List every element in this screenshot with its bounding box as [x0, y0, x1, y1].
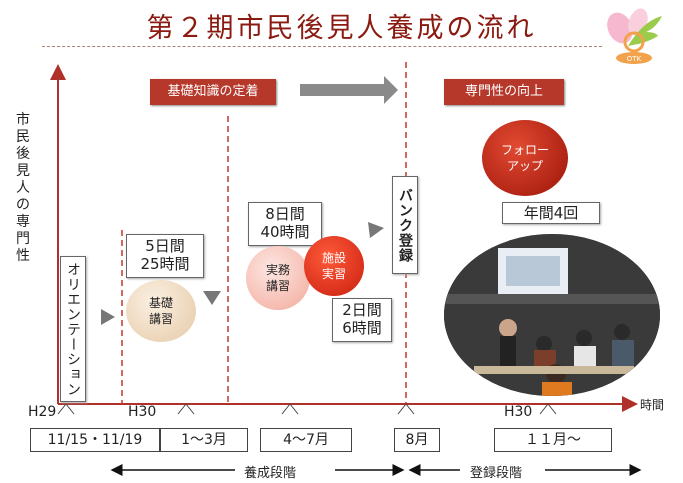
otk-logo: OTK — [598, 6, 668, 66]
facility-practicum-circle: 施設実習 — [304, 236, 364, 296]
followup-frequency-box: 年間4回 — [502, 202, 600, 224]
stage-training: 養成段階 — [240, 462, 301, 481]
phase-specialty: 専門性の向上 — [444, 79, 564, 105]
seminar-photo — [444, 234, 660, 396]
phase-foundation: 基礎知識の定着 — [150, 79, 276, 105]
date-followup: １１月～ — [494, 428, 612, 452]
era-h30-b: H30 — [504, 404, 533, 420]
orientation-box: オリエンテーション — [60, 256, 86, 402]
date-basic: 1～3月 — [160, 428, 248, 452]
basic-lecture-circle: 基礎講習 — [126, 280, 196, 342]
practical-lecture-circle: 実務講習 — [246, 246, 310, 310]
y-axis-label: 市民後 見人の 専門性 — [16, 112, 30, 264]
followup-circle: フォローアップ — [482, 120, 568, 196]
era-h30-a: H30 — [128, 404, 157, 420]
date-practical: 4～7月 — [260, 428, 352, 452]
title-underline — [42, 46, 602, 47]
x-axis-label: 時間 — [640, 398, 665, 412]
era-h29: H29 — [28, 404, 57, 420]
svg-text:OTK: OTK — [627, 55, 642, 63]
date-bank: 8月 — [394, 428, 440, 452]
page-title: 第２期市民後見人養成の流れ — [146, 13, 537, 44]
date-orientation: 11/15・11/19 — [30, 428, 160, 452]
stage-registration: 登録段階 — [466, 462, 527, 481]
bank-registration-box: バンク登録 — [392, 176, 418, 274]
